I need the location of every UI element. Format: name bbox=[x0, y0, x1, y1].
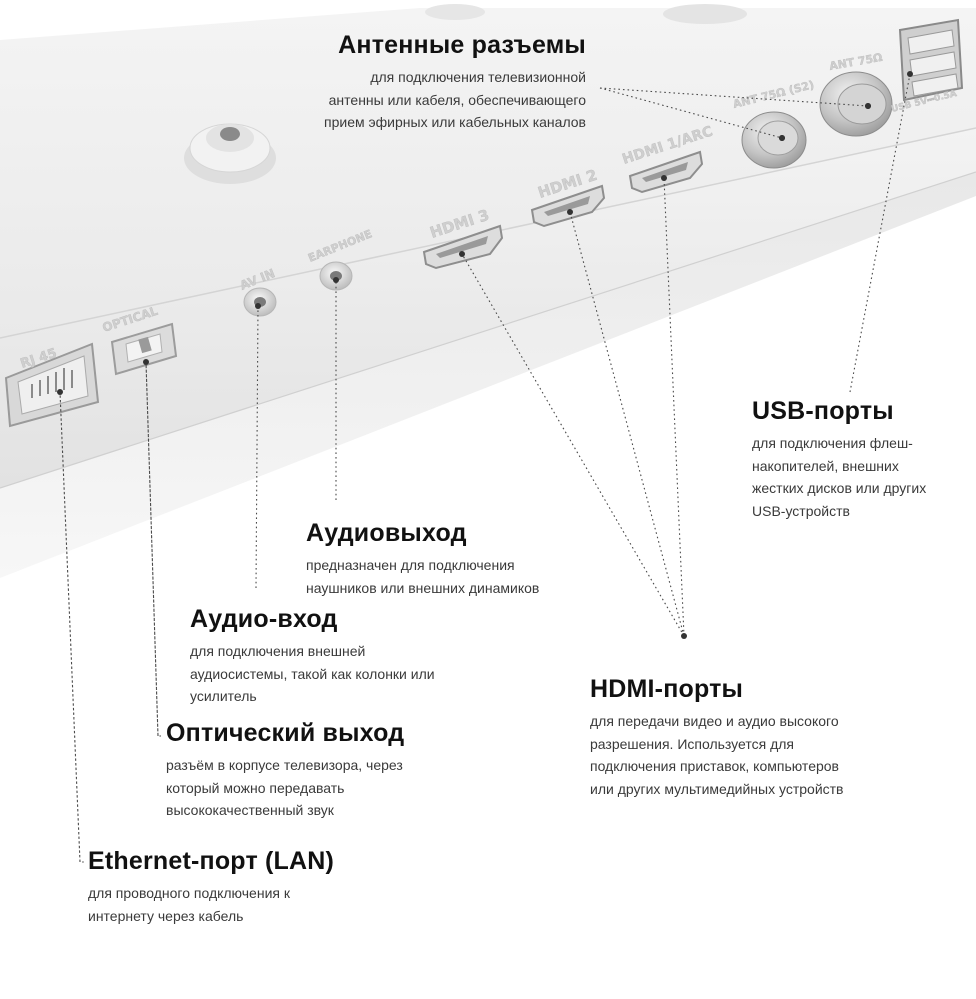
leader-dot bbox=[57, 389, 63, 395]
callout-audio-in: Аудио-вход для подключения внешней аудио… bbox=[190, 604, 510, 708]
callout-title: Аудиовыход bbox=[306, 519, 467, 547]
callout-line: антенны или кабеля, обеспечивающего bbox=[328, 91, 586, 108]
callout-line: для подключения внешней bbox=[190, 643, 366, 659]
callout-line: накопителей, внешних bbox=[752, 457, 899, 474]
leader-dot bbox=[333, 277, 339, 283]
leader-dot bbox=[459, 251, 465, 257]
callout-ethernet: Ethernet-порт (LAN) для проводного подкл… bbox=[88, 846, 408, 927]
callout-antenna: Антенные разъемы для подключения телевиз… bbox=[250, 30, 586, 134]
callout-title: HDMI-порты bbox=[590, 675, 744, 703]
callout-title: Антенные разъемы bbox=[338, 31, 586, 59]
housing-edge bbox=[0, 171, 976, 489]
callout-optical: Оптический выход разъём в корпусе телеви… bbox=[166, 718, 486, 822]
callout-line: USB-устройств bbox=[752, 502, 850, 519]
callout-line: или других мультимедийных устройств bbox=[590, 780, 844, 797]
callout-line: подключения приставок, компьютеров bbox=[590, 758, 839, 774]
callout-line: интернету через кабель bbox=[88, 907, 244, 924]
callout-line: прием эфирных или кабельных каналов bbox=[324, 114, 586, 130]
callout-line: для подключения флеш- bbox=[752, 435, 913, 451]
screw-mount bbox=[184, 123, 276, 184]
leader-audio-in bbox=[255, 305, 259, 589]
leader-dot bbox=[779, 135, 785, 141]
leader-ethernet bbox=[59, 391, 84, 863]
leader-hdmi-1 bbox=[663, 177, 685, 637]
leader-dot bbox=[567, 209, 573, 215]
callout-line: усилитель bbox=[190, 688, 257, 704]
callout-audio-out: Аудиовыход предназначен для подключения … bbox=[306, 518, 606, 599]
callout-usb: USB-порты для подключения флеш- накопите… bbox=[752, 396, 972, 522]
callout-title: Аудио-вход bbox=[190, 605, 338, 633]
callout-line: жестких дисков или других bbox=[752, 480, 927, 496]
callout-title: Ethernet-порт (LAN) bbox=[88, 847, 335, 875]
tv-housing bbox=[0, 4, 976, 578]
leader-dot bbox=[143, 359, 149, 365]
leader-dot bbox=[255, 303, 261, 309]
leader-usb bbox=[849, 73, 911, 393]
callout-title: Оптический выход bbox=[166, 719, 405, 747]
leader-optical bbox=[145, 361, 164, 737]
callout-hdmi: HDMI-порты для передачи видео и аудио вы… bbox=[590, 674, 910, 800]
callout-line: который можно передавать bbox=[166, 779, 345, 796]
leader-antenna bbox=[599, 87, 869, 107]
callout-line: для подключения телевизионной bbox=[370, 69, 586, 85]
leader-dot bbox=[865, 103, 871, 109]
housing-bump bbox=[425, 4, 485, 20]
leader-dot bbox=[681, 633, 687, 639]
callout-line: разрешения. Используется для bbox=[590, 735, 794, 752]
leader-dot bbox=[907, 71, 913, 77]
callout-line: наушников или внешних динамиков bbox=[306, 579, 540, 596]
housing-front-face bbox=[0, 128, 976, 488]
callout-line: для передачи видео и аудио высокого bbox=[590, 713, 839, 729]
callout-line: для проводного подключения к bbox=[88, 885, 290, 901]
antenna-connector: ANT 75Ω bbox=[819, 51, 893, 137]
callout-line: разъём в корпусе телевизора, через bbox=[166, 757, 403, 773]
leader-dot bbox=[661, 175, 667, 181]
leader-antenna-s2 bbox=[599, 87, 783, 139]
callout-line: аудиосистемы, такой как колонки или bbox=[190, 665, 435, 682]
callout-title: USB-порты bbox=[752, 397, 894, 425]
leader-hdmi-3 bbox=[461, 253, 685, 637]
housing-under-face bbox=[0, 172, 976, 578]
callout-line: предназначен для подключения bbox=[306, 557, 515, 573]
housing-bump bbox=[663, 4, 747, 24]
callout-line: высококачественный звук bbox=[166, 802, 334, 818]
housing-top-face bbox=[0, 8, 976, 338]
leader-lines bbox=[57, 71, 913, 863]
